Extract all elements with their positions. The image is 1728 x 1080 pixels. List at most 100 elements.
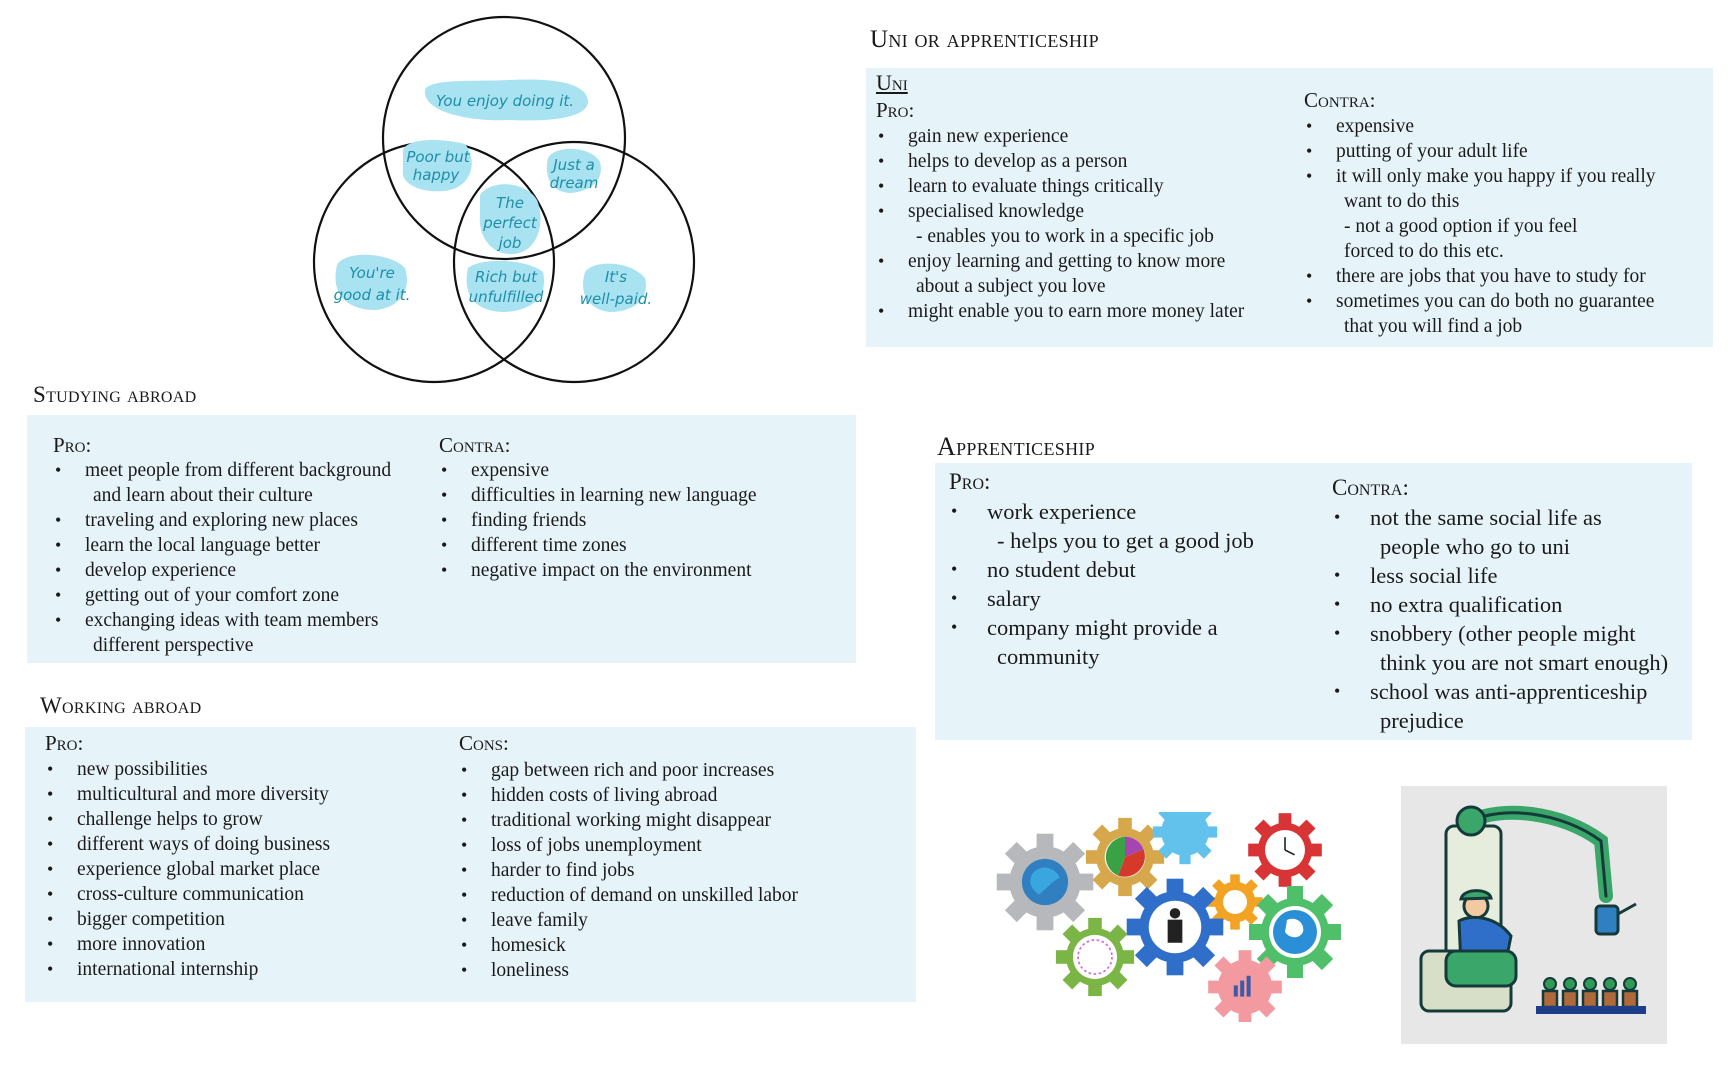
uni-contra-list: expensiveputting of your adult lifeit wi… [1304,114,1704,339]
list-item: salary [949,584,1309,613]
list-item: no student debut [949,555,1309,584]
blob-top-right [546,148,601,193]
venn-label-top-right-2: dream [550,174,599,192]
list-item: - enables you to work in a specific job [916,226,1214,247]
list-item: learn the local language better [53,533,433,558]
list-item: develop experience [53,558,433,583]
list-item: - helps you to get a good job [997,528,1254,553]
uni-or-apprenticeship-title: Uni or apprenticeship [870,26,1099,53]
uni-subtitle: Uni [876,70,908,95]
gear-blue-person [1126,878,1224,976]
gear-grey [996,833,1094,931]
venn-label-top: You enjoy doing it. [436,92,574,110]
studying-abroad-title: Studying abroad [33,382,197,407]
working-abroad-panel: Pro: new possibilitiesmulticultural and … [25,727,916,1002]
working-abroad-title: Working abroad [40,693,202,718]
list-item: negative impact on the environment [439,558,839,583]
gear-green-globe [1249,886,1341,978]
list-item: gain new experience [876,124,1316,149]
list-item: enjoy learning and getting to know more [876,249,1316,274]
venn-label-right-1: It's [605,268,627,286]
venn-label-left-1: You're [349,264,395,282]
venn-label-center-1: The [496,194,524,212]
venn-label-right-2: well-paid. [580,290,652,308]
list-item: harder to find jobs [459,858,899,883]
working-pro-label: Pro: [45,731,84,755]
list-item: finding friends [439,508,839,533]
apprenticeship-pro-list: work experience- helps you to get a good… [949,497,1309,671]
venn-label-bottom-1: Rich but [475,268,538,286]
list-item: putting of your adult life [1304,139,1704,164]
list-item: different perspective [93,635,254,656]
plant-pots [1541,989,1639,1009]
list-item: company might provide a [949,613,1309,642]
gear-green-network [1055,917,1135,997]
venn-label-top-right-1: Just a [550,156,595,174]
blob-top-left [402,140,472,192]
apprenticeship-contra-label: Contra: [1332,475,1409,500]
list-item: that you will find a job [1344,316,1523,337]
list-item: and learn about their culture [93,485,313,506]
list-item: not the same social life as [1332,503,1692,532]
venn-label-center-2: perfect [482,214,538,232]
apprenticeship-pro-label: Pro: [949,469,991,494]
apprenticeship-title: Apprenticeship [937,432,1096,461]
plant-tray [1536,1006,1646,1014]
list-item: expensive [439,458,839,483]
venn-label-left-2: good at it. [334,286,411,304]
list-item: loneliness [459,958,899,983]
list-item: meet people from different background [53,458,433,483]
list-item: traditional working might disappear [459,808,899,833]
list-item: expensive [1304,114,1704,139]
gear-pink-chart [1208,950,1282,1022]
list-item: loss of jobs unemployment [459,833,899,858]
list-item: might enable you to earn more money late… [876,299,1316,324]
gears-illustration [996,812,1341,1022]
working-pro-list: new possibilitiesmulticultural and more … [45,757,435,982]
list-item: multicultural and more diversity [45,782,435,807]
venn-diagram: You enjoy doing it. Poor but happy Just … [312,15,696,384]
gear-red-clock [1248,813,1322,887]
uni-pro-list: gain new experiencehelps to develop as a… [876,124,1316,324]
blob-bottom [466,260,545,312]
studying-pro-label: Pro: [53,433,92,457]
blob-left [335,254,407,310]
list-item: hidden costs of living abroad [459,783,899,808]
gear-gold [1085,817,1165,897]
venn-circle-enjoy [381,15,627,261]
blob-right [582,263,646,312]
blob-top [424,79,589,121]
studying-contra-label: Contra: [439,433,511,457]
list-item: helps to develop as a person [876,149,1316,174]
uni-contra-label: Contra: [1304,88,1376,112]
studying-pro-list: meet people from different backgroundand… [53,458,433,658]
list-item: exchanging ideas with team members [53,608,433,633]
working-cons-list: gap between rich and poor increaseshidde… [459,758,899,983]
list-item: think you are not smart enough) [1380,650,1669,675]
list-item: different time zones [439,533,839,558]
robot-joint [1455,805,1487,837]
list-item: want to do this [1344,191,1460,212]
list-item: work experience [949,497,1309,526]
robot-gardener-illustration [1401,786,1667,1044]
list-item: about a subject you love [916,276,1106,297]
gear-orange [1207,874,1263,930]
list-item: community [997,644,1100,669]
list-item: forced to do this etc. [1344,241,1504,262]
list-item: bigger competition [45,907,435,932]
list-item: no extra qualification [1332,590,1692,619]
list-item: school was anti-apprenticeship [1332,677,1692,706]
uni-pro-label: Pro: [876,98,915,122]
list-item: people who go to uni [1380,534,1570,559]
apprenticeship-panel: Pro: work experience- helps you to get a… [935,463,1692,740]
venn-label-top-left-2: happy [413,166,461,184]
list-item: new possibilities [45,757,435,782]
list-item: different ways of doing business [45,832,435,857]
list-item: experience global market place [45,857,435,882]
studying-contra-list: expensivedifficulties in learning new la… [439,458,839,583]
venn-circle-well-paid [452,140,696,384]
list-item: homesick [459,933,899,958]
venn-label-bottom-2: unfulfilled [469,288,544,306]
list-item: there are jobs that you have to study fo… [1304,264,1704,289]
